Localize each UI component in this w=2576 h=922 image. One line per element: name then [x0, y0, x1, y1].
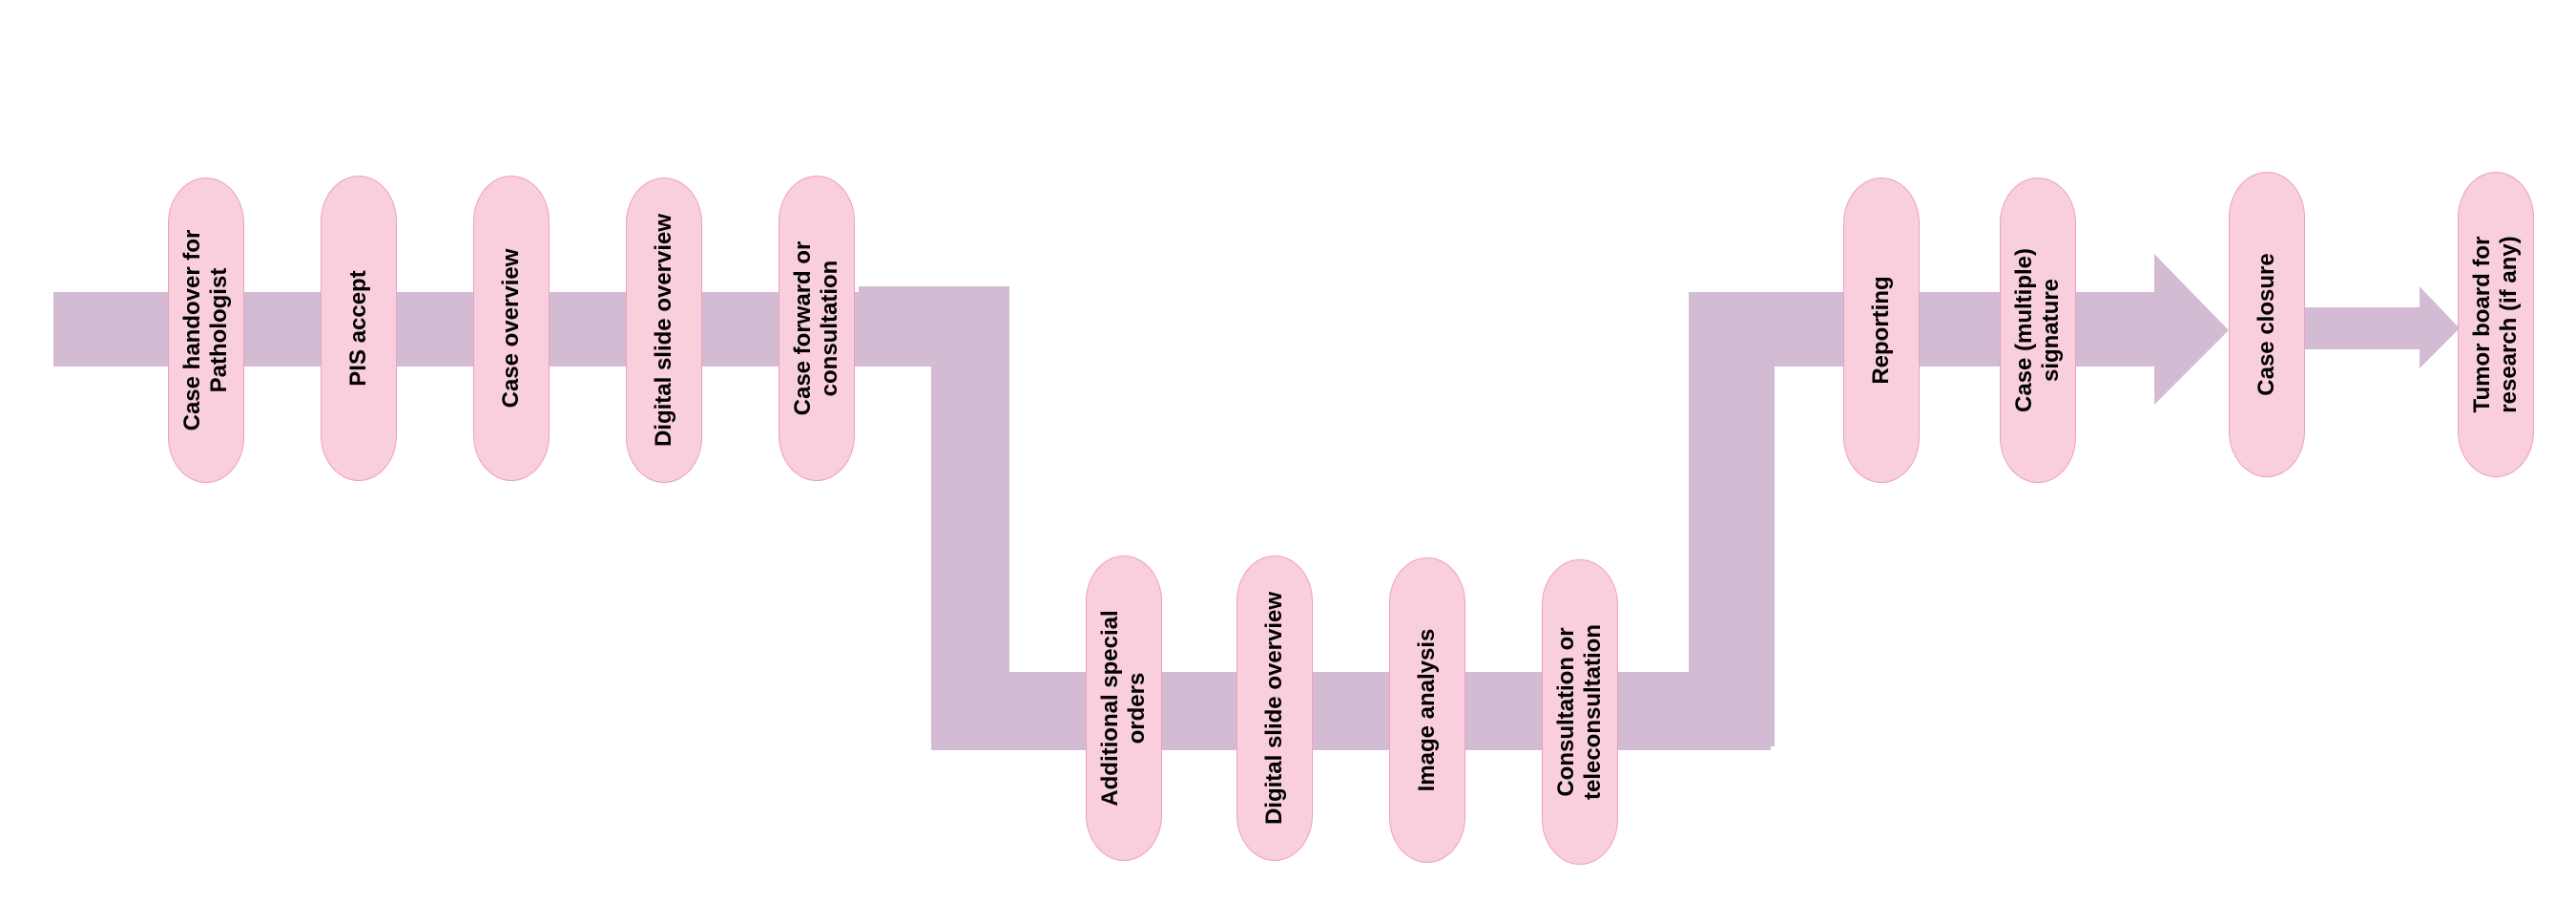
step-label: Tumor board for research (if any): [2469, 236, 2522, 413]
large-arrowhead: [2154, 254, 2229, 405]
step-case-forward: Case forward or consultation: [779, 176, 855, 481]
step-label: Consultation or teleconsultation: [1553, 623, 1606, 801]
step-digital-slide-overview-1: Digital slide overview: [626, 178, 702, 483]
step-label: Case forward or consultation: [790, 241, 842, 416]
step-label: Image analysis: [1414, 628, 1440, 792]
step-label: Case handover for Pathologist: [179, 229, 232, 431]
step-label: Digital slide overview: [1261, 591, 1287, 826]
step-label: Digital slide overview: [651, 213, 676, 448]
step-label: PIS accept: [345, 270, 371, 387]
step-label: Reporting: [1868, 276, 1894, 385]
step-reporting: Reporting: [1843, 178, 1920, 483]
band-bottom: [931, 672, 1771, 750]
step-label: Case overview: [498, 248, 524, 409]
step-label: Additional special orders: [1097, 610, 1150, 807]
step-consultation: Consultation or teleconsultation: [1542, 559, 1618, 865]
step-additional-special-orders: Additional special orders: [1086, 555, 1162, 861]
connector-shaft: [2299, 307, 2423, 349]
step-case-closure: Case closure: [2229, 172, 2305, 477]
step-tumor-board: Tumor board for research (if any): [2458, 172, 2534, 477]
band-top-right: [1689, 292, 2156, 367]
small-arrowhead: [2420, 286, 2460, 368]
step-case-signature: Case (multiple) signature: [2000, 178, 2076, 483]
step-pis-accept: PIS accept: [321, 176, 397, 481]
band-corner-top: [859, 286, 1009, 367]
step-label: Case (multiple) signature: [2011, 247, 2064, 413]
band-up-vertical: [1689, 292, 1775, 746]
step-digital-slide-overview-2: Digital slide overview: [1236, 555, 1313, 861]
step-case-handover: Case handover for Pathologist: [168, 178, 244, 483]
step-image-analysis: Image analysis: [1389, 557, 1465, 863]
step-label: Case closure: [2254, 253, 2279, 396]
step-case-overview: Case overview: [473, 176, 550, 481]
